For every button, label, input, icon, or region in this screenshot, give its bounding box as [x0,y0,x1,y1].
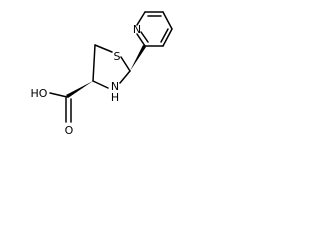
bond-py-c4-c3 [162,28,173,47]
bond-c2-n [119,70,131,84]
bond-c4-ch2 [92,44,96,82]
atom-sulfur: S [114,50,121,63]
atom-oxygen-hydroxyl: HO [31,87,48,100]
atom-nitrogen-pyridine: N [133,23,141,36]
bond-n-c4 [92,80,109,89]
bond-py-c5-c4 [162,11,173,30]
bond-s-c2 [120,56,131,72]
wedge-bond-c2-pyridine [130,45,146,71]
bond-py-c2-n1 [136,33,146,47]
atom-nitrogen-ring-hydrogen: H [111,91,119,104]
atom-nitrogen-ring: N [111,80,119,93]
bond-py-double-c4-c3 [160,28,169,43]
molecule-structure: S N H N HO O [31,11,173,137]
wedge-bond-c4-cooh [66,81,93,98]
bond-py-double-c2-n1 [140,31,149,43]
atom-oxygen-carbonyl: O [65,124,74,137]
bond-c-oh [49,92,68,98]
bond-ch2-s [94,44,113,53]
bond-py-n1-c6 [136,11,146,26]
